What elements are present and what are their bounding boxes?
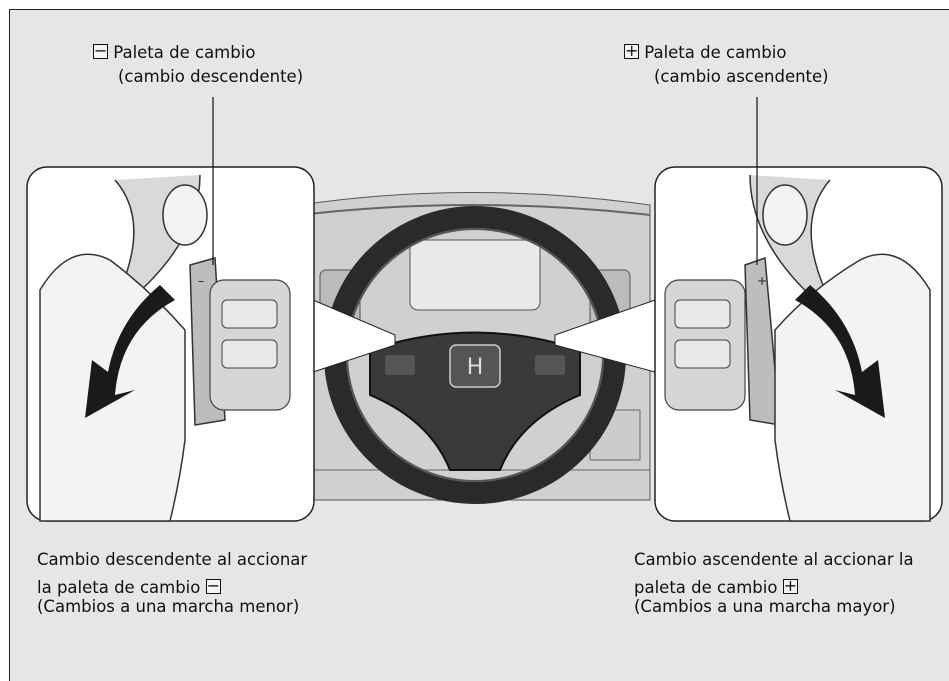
- left-callout: − Paleta de cambio: [93, 41, 256, 63]
- left-caption-line3: (Cambios a una marcha menor): [37, 597, 300, 616]
- svg-text:–: –: [198, 274, 204, 288]
- left-caption-line1: Cambio descendente al accionar: [37, 550, 308, 569]
- right-callout-line2: (cambio ascendente): [654, 67, 829, 86]
- plus-symbol: +: [783, 576, 798, 595]
- minus-symbol: −: [206, 576, 221, 595]
- right-callout: + Paleta de cambio: [624, 41, 787, 63]
- right-inset: +: [654, 166, 943, 522]
- svg-text:+: +: [757, 274, 767, 288]
- left-callout-line2: (cambio descendente): [118, 67, 304, 86]
- minus-symbol-box: −: [93, 41, 108, 60]
- minus-symbol-box: −: [205, 576, 221, 595]
- minus-symbol: −: [94, 41, 108, 60]
- plus-symbol-box: +: [624, 41, 639, 60]
- right-caption-line3: (Cambios a una marcha mayor): [634, 597, 896, 616]
- left-caption-text: la paleta de cambio: [37, 578, 201, 597]
- right-callout-line1: Paleta de cambio: [644, 43, 787, 62]
- right-caption-line2: paleta de cambio +: [634, 576, 798, 598]
- plus-symbol-box: +: [782, 576, 798, 595]
- left-callout-line1: Paleta de cambio: [113, 43, 256, 62]
- svg-text:H: H: [467, 355, 484, 380]
- left-caption-line2: la paleta de cambio −: [37, 576, 221, 598]
- right-caption-text: paleta de cambio: [634, 578, 778, 597]
- right-caption-line1: Cambio ascendente al accionar la: [634, 550, 914, 569]
- plus-symbol: +: [625, 41, 639, 60]
- left-inset: –: [26, 166, 315, 522]
